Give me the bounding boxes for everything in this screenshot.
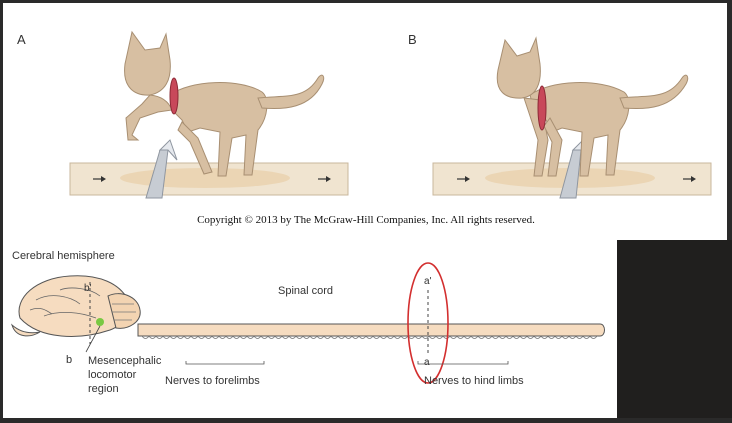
highlight-circle xyxy=(407,262,449,384)
label-b-prime: b' xyxy=(84,283,92,294)
dark-frame-region xyxy=(617,240,732,423)
label-locomotor: locomotor xyxy=(88,369,137,381)
locomotor-dot xyxy=(96,318,104,326)
cat-a xyxy=(124,30,325,177)
panel-label-a: A xyxy=(17,32,26,47)
forelimb-bracket xyxy=(185,361,265,365)
frame-top xyxy=(0,0,732,3)
obstacle-a xyxy=(145,139,178,199)
hindlimb-bracket xyxy=(417,361,509,365)
frame-right xyxy=(727,0,732,240)
label-spinal-cord: Spinal cord xyxy=(278,285,334,297)
cat-b xyxy=(496,36,689,177)
label-a-prime: a' xyxy=(424,276,432,287)
locomotor-pointer xyxy=(85,325,101,353)
label-nerves-hindlimbs: Nerves to hind limbs xyxy=(424,375,524,387)
frame-bottom xyxy=(0,418,732,423)
label-mesencephalic: Mesencephalic xyxy=(88,355,162,367)
label-b: b xyxy=(66,354,73,366)
label-a: a xyxy=(424,357,430,368)
frame-left xyxy=(0,0,3,423)
panel-label-b: B xyxy=(408,32,417,47)
label-cerebral-hemisphere: Cerebral hemisphere xyxy=(12,250,115,262)
label-region: region xyxy=(88,383,119,395)
spinal-cord xyxy=(137,323,605,339)
label-nerves-forelimbs: Nerves to forelimbs xyxy=(165,375,260,387)
copyright-notice: Copyright © 2013 by The McGraw-Hill Comp… xyxy=(197,214,535,226)
brain xyxy=(11,275,141,344)
